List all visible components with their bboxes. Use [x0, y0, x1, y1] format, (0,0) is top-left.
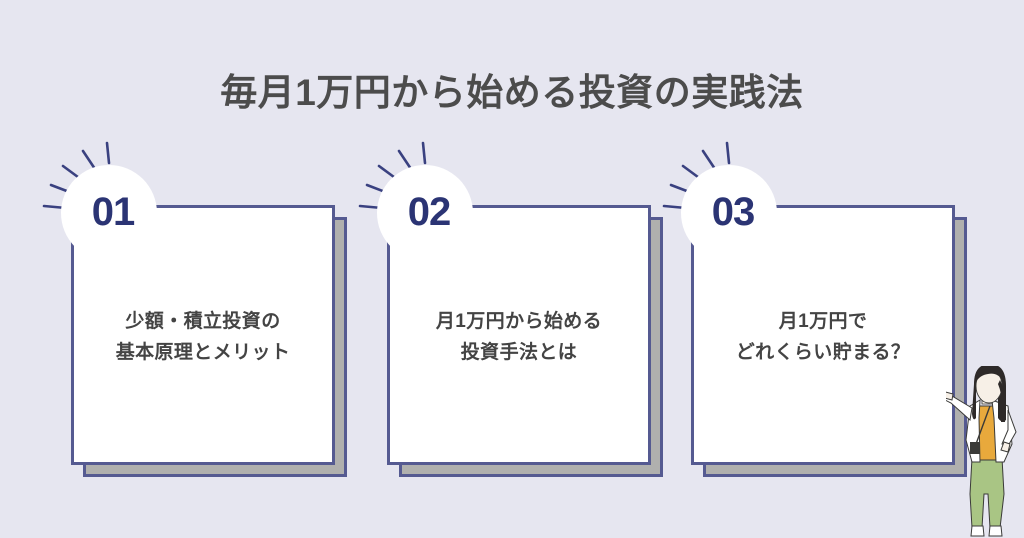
- card-03-badge-number: 03: [711, 189, 755, 234]
- card-02[interactable]: 月1万円から始める 投資手法とは 02: [358, 141, 663, 477]
- card-03-badge-circle: 03: [681, 165, 777, 261]
- card-01-badge-circle: 01: [61, 165, 157, 261]
- card-01-text: 少額・積立投資の 基本原理とメリット: [115, 311, 291, 363]
- card-02-badge-number: 02: [407, 189, 451, 234]
- page-title: 毎月1万円から始める投資の実践法: [220, 72, 804, 113]
- card-02-badge: 02: [358, 141, 491, 279]
- card-01[interactable]: 少額・積立投資の 基本原理とメリット 01: [42, 141, 347, 477]
- card-01-badge-number: 01: [91, 189, 135, 234]
- card-02-text: 月1万円から始める 投資手法とは: [435, 311, 603, 363]
- card-03-text: 月1万円で どれくらい貯まる？: [735, 311, 911, 363]
- card-01-badge: 01: [42, 141, 175, 279]
- card-03-badge: 03: [662, 141, 795, 279]
- woman-pointing-illustration: [946, 366, 1017, 537]
- card-02-badge-circle: 02: [377, 165, 473, 261]
- card-03[interactable]: 月1万円で どれくらい貯まる？ 03: [662, 141, 967, 477]
